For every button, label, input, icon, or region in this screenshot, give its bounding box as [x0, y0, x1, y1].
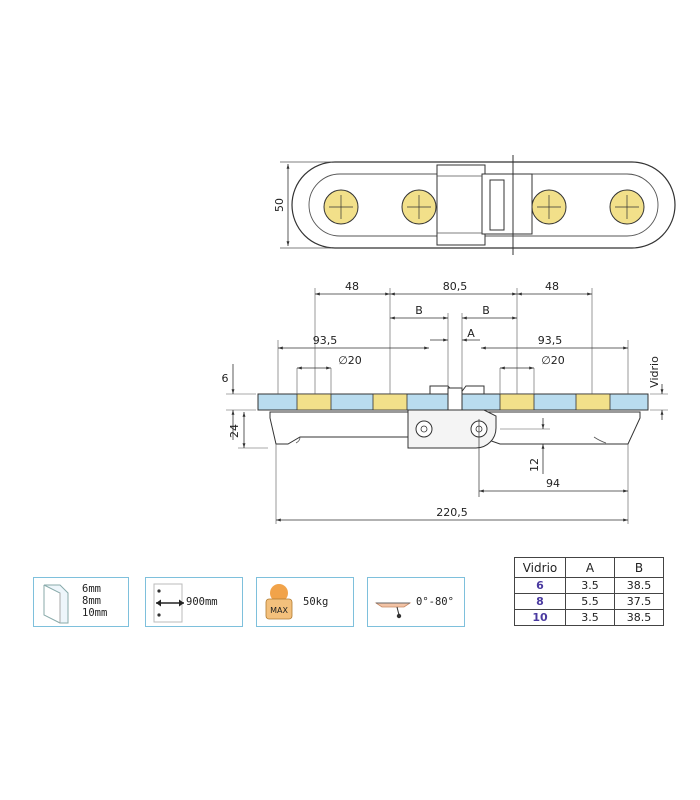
- dim-12-label: 12: [528, 458, 541, 472]
- front-view: 48 80,5 48 B B A 93,5 93,5 ∅20 ∅20 6: [222, 280, 668, 524]
- table-row: 8 5.5 37.5: [514, 593, 664, 610]
- max-weight-icon: MAX: [265, 584, 293, 620]
- dim-6-label: 6: [222, 372, 229, 385]
- door-width-icon: [153, 583, 184, 623]
- feature-glass-thickness: 6mm 8mm 10mm: [33, 577, 129, 627]
- dim-b-left-label: B: [415, 304, 423, 317]
- table-cell-glass: 10: [514, 609, 566, 626]
- feature-glass-8mm: 8mm: [82, 595, 101, 607]
- dim-dia-left-label: ∅20: [338, 354, 362, 367]
- feature-max-weight: MAX 50kg: [256, 577, 354, 627]
- dim-93-5-left-label: 93,5: [313, 334, 338, 347]
- table-header-row: Vidrio A B: [514, 557, 664, 578]
- dim-24-label: 24: [228, 424, 241, 438]
- opening-angle-icon: [374, 602, 412, 619]
- pin-4: [609, 189, 645, 225]
- dim-220-5-label: 220,5: [436, 506, 468, 519]
- table-cell-a: 5.5: [565, 593, 615, 610]
- table-header-a: A: [565, 557, 615, 578]
- glass-spec-table: Vidrio A B 6 3.5 38.5 8 5.5 37.5 10 3.5 …: [514, 557, 664, 626]
- pin-strip-2: [372, 393, 408, 411]
- pin-1: [323, 189, 359, 225]
- dim-80-5-label: 80,5: [443, 280, 468, 293]
- pin-2: [401, 189, 437, 225]
- top-view-inner-outline: [308, 173, 659, 237]
- dim-93-5-right-label: 93,5: [538, 334, 563, 347]
- feature-door-width-value: 900mm: [186, 596, 218, 608]
- table-cell-b: 38.5: [614, 609, 664, 626]
- hinge-slot: [489, 179, 505, 231]
- table-cell-b: 37.5: [614, 593, 664, 610]
- table-header-b: B: [614, 557, 664, 578]
- glass-label: Vidrio: [648, 356, 661, 388]
- top-view-outline: [291, 161, 676, 249]
- feature-glass-6mm: 6mm: [82, 583, 101, 595]
- table-cell-b: 38.5: [614, 577, 664, 594]
- top-view: 50: [273, 155, 676, 255]
- table-row: 10 3.5 38.5: [514, 609, 664, 626]
- feature-glass-10mm: 10mm: [82, 607, 108, 619]
- pin-strip-1: [296, 393, 332, 411]
- dim-b-right-label: B: [482, 304, 490, 317]
- hinge-block-left: [436, 164, 486, 246]
- table-cell-a: 3.5: [565, 577, 615, 594]
- dim-48-right-label: 48: [545, 280, 559, 293]
- feature-opening-angle: 0°-80°: [367, 577, 465, 627]
- max-weight-icon-label: MAX: [270, 606, 288, 615]
- feature-door-width: 900mm: [145, 577, 243, 627]
- table-cell-a: 3.5: [565, 609, 615, 626]
- dim-94-label: 94: [546, 477, 560, 490]
- pin-strip-4: [575, 393, 611, 411]
- dim-48-left-label: 48: [345, 280, 359, 293]
- dim-dia-right-label: ∅20: [541, 354, 565, 367]
- dim-a-label: A: [467, 327, 475, 340]
- pin-strip-3: [499, 393, 535, 411]
- dim-50-label: 50: [273, 198, 286, 212]
- feature-max-weight-value: 50kg: [303, 596, 329, 608]
- table-cell-glass: 8: [514, 593, 566, 610]
- table-header-vidrio: Vidrio: [514, 557, 566, 578]
- table-row: 6 3.5 38.5: [514, 577, 664, 594]
- table-cell-glass: 6: [514, 577, 566, 594]
- feature-opening-angle-value: 0°-80°: [416, 596, 454, 608]
- hinge-knuckle: [407, 409, 497, 449]
- pin-3: [531, 189, 567, 225]
- glass-thickness-icon: [43, 584, 69, 624]
